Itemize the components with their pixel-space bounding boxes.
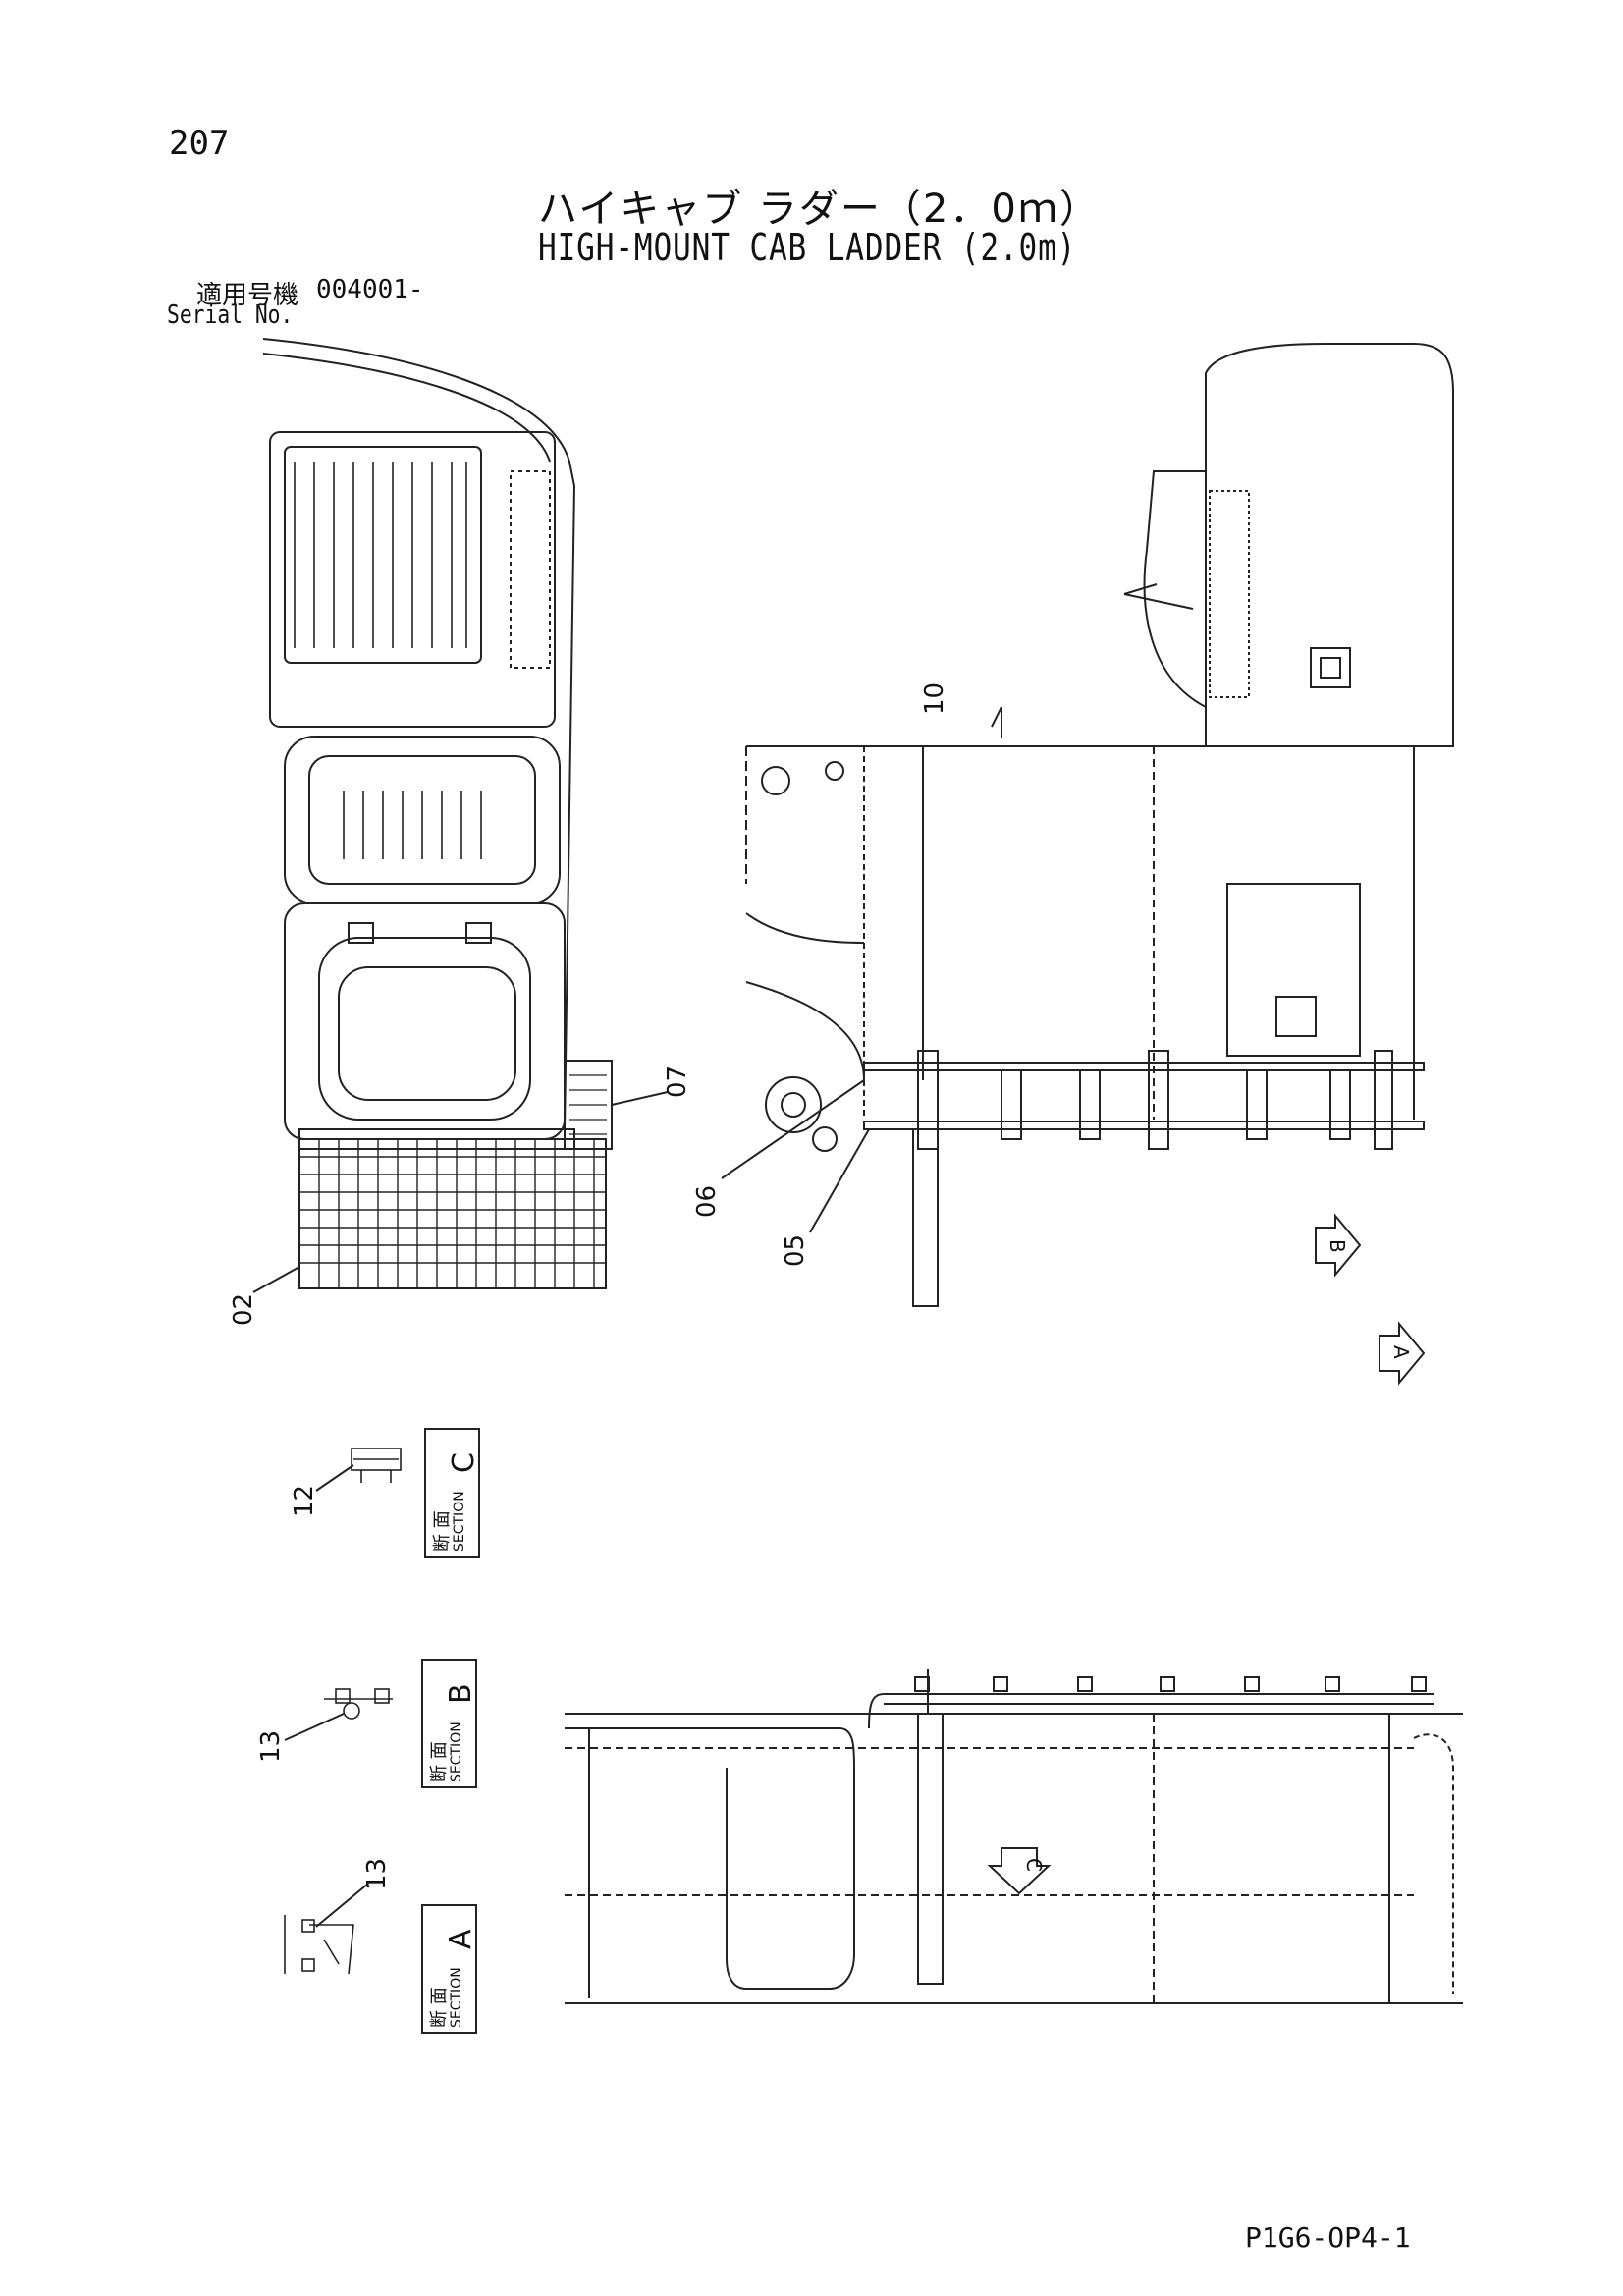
- view-arrow-b: B: [1325, 1239, 1349, 1253]
- title-japanese: ハイキャブ ラダー（2．0ｍ）: [538, 187, 1101, 232]
- section-c-letter: C: [447, 1452, 481, 1473]
- callout-02: 02: [229, 1293, 258, 1326]
- callout-07: 07: [663, 1066, 692, 1098]
- callout-13-b: 13: [256, 1730, 286, 1763]
- callout-06: 06: [692, 1185, 722, 1218]
- callout-12: 12: [290, 1485, 319, 1517]
- section-a-en: SECTION: [449, 1967, 464, 2028]
- section-a-letter: A: [444, 1929, 478, 1949]
- section-tags: 断 面 SECTION C 断 面 SECTION B 断 面 SECTION …: [429, 1452, 481, 2028]
- title-english: HIGH-MOUNT CAB LADDER (2.0m): [538, 226, 1077, 269]
- serial-number-value: 004001-: [316, 275, 424, 304]
- serial-label-japanese: 適用号機: [196, 281, 299, 310]
- top-view-machine: [252, 338, 669, 1293]
- section-b-jp: 断 面: [429, 1741, 450, 1782]
- drawing-number: P1G6-OP4-1: [1245, 2221, 1411, 2254]
- plan-view-ladder: [565, 1669, 1463, 2004]
- section-c-en: SECTION: [452, 1491, 467, 1552]
- side-view-ladder: [721, 343, 1454, 1386]
- section-a-jp: 断 面: [429, 1987, 450, 2028]
- view-arrow-c: C: [1022, 1858, 1046, 1872]
- page-number: 207: [169, 124, 230, 163]
- section-c-jp: 断 面: [432, 1510, 453, 1552]
- section-b-letter: B: [444, 1683, 478, 1704]
- view-arrow-letters: B A C: [1022, 1239, 1413, 1872]
- callout-13-a: 13: [362, 1858, 392, 1890]
- view-arrow-a: A: [1389, 1345, 1413, 1359]
- section-details: [284, 1428, 480, 2034]
- callout-10: 10: [920, 683, 949, 715]
- section-b-en: SECTION: [449, 1722, 464, 1782]
- callout-05: 05: [781, 1234, 810, 1267]
- serial-label-english: Serial No.: [167, 301, 294, 330]
- callout-labels: 02 05 06 07 10 12 13 13: [229, 683, 949, 1890]
